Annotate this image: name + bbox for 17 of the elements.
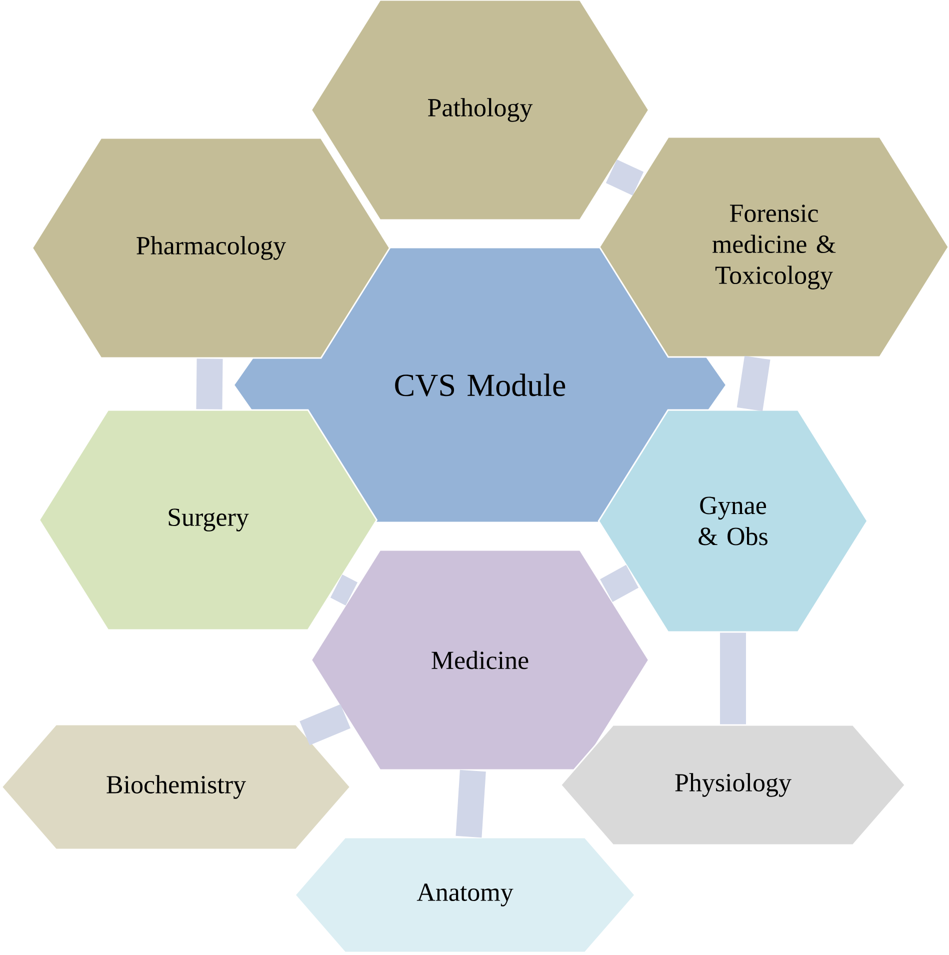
connector <box>720 632 746 724</box>
hexagon: Anatomy <box>294 836 636 954</box>
connector <box>330 574 358 606</box>
connector <box>456 770 486 838</box>
connector <box>736 356 770 412</box>
hexagon: Physiology <box>560 724 906 846</box>
hexagon: Surgery <box>38 409 378 631</box>
connector <box>606 159 644 196</box>
hexagon: Medicine <box>310 549 650 771</box>
hexagon: Gynae & Obs <box>598 409 868 633</box>
connector <box>196 358 223 410</box>
connector <box>600 564 639 602</box>
hexagon: Pathology <box>310 0 650 221</box>
hexagon: Biochemistry <box>0 724 352 850</box>
hexagon: Pharmacology <box>31 137 391 359</box>
hexagon: Forensic medicine & Toxicology <box>598 136 949 358</box>
connector <box>300 704 351 746</box>
